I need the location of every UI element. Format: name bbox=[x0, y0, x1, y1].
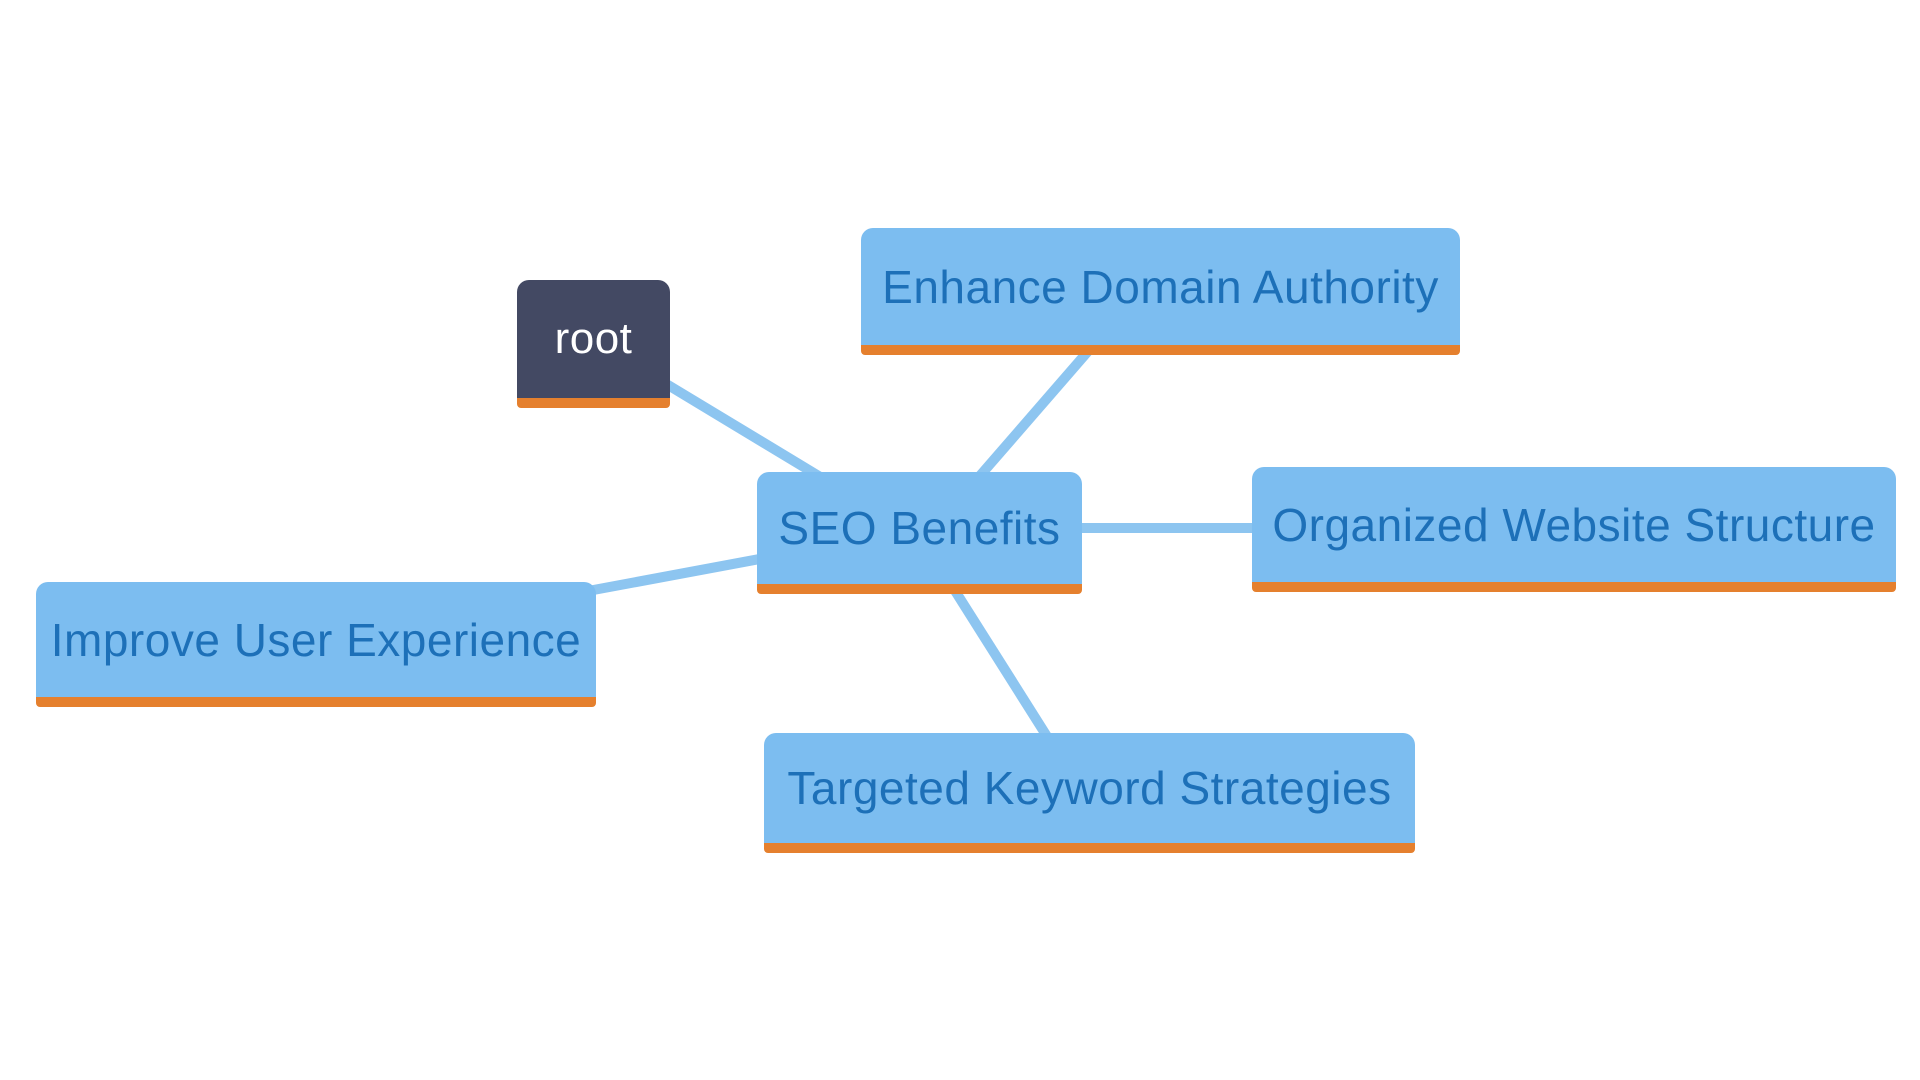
node-improve-user-experience[interactable]: Improve User Experience bbox=[36, 582, 596, 707]
node-enhance-domain-authority-label: Enhance Domain Authority bbox=[882, 260, 1439, 313]
node-targeted-keyword-strategies-label: Targeted Keyword Strategies bbox=[787, 762, 1392, 814]
node-seo-benefits-label: SEO Benefits bbox=[778, 502, 1061, 554]
node-seo-benefits[interactable]: SEO Benefits bbox=[757, 472, 1082, 594]
node-organized-website-structure[interactable]: Organized Website Structure bbox=[1252, 467, 1896, 592]
node-root-label: root bbox=[554, 314, 633, 363]
edge-seo-to-improve bbox=[587, 553, 766, 596]
edge-root-to-seo bbox=[660, 377, 825, 483]
node-enhance-domain-authority[interactable]: Enhance Domain Authority bbox=[861, 228, 1460, 355]
edge-seo-to-enhance bbox=[974, 345, 1094, 482]
edge-seo-to-targeted bbox=[947, 583, 1053, 741]
node-improve-user-experience-label: Improve User Experience bbox=[50, 613, 582, 666]
node-organized-website-structure-label: Organized Website Structure bbox=[1272, 498, 1876, 551]
node-root[interactable]: root bbox=[517, 280, 670, 408]
node-targeted-keyword-strategies[interactable]: Targeted Keyword Strategies bbox=[764, 733, 1415, 853]
